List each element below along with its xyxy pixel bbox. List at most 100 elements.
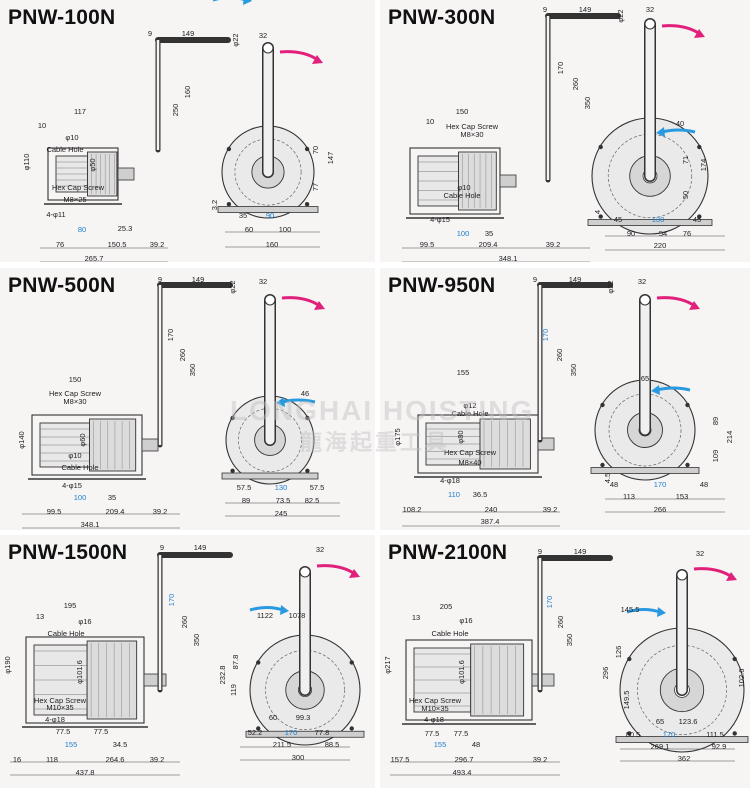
dimension-label: φ10 <box>65 133 78 142</box>
dimension-label: 264.6 <box>106 755 125 764</box>
dimension-label: 250 <box>171 104 180 117</box>
dimension-label: 77.5 <box>425 729 440 738</box>
dimension-label: 269.1 <box>651 742 670 751</box>
model-title: PNW-2100N <box>388 541 508 564</box>
dimension-label: 110 <box>448 490 460 499</box>
dimension-label: 387.4 <box>481 517 500 526</box>
dimension-label: 170 <box>166 329 175 342</box>
dimension-label: 4-φ18 <box>440 476 460 485</box>
dimension-label: 82.5 <box>305 496 320 505</box>
dimension-label: Hex Cap Screw <box>409 696 462 705</box>
dimension-label: 60 <box>245 225 253 234</box>
front-base <box>217 206 319 213</box>
dimension-label: φ22 <box>606 280 615 293</box>
dimension-label: 57.5 <box>310 483 325 492</box>
dimension-label: 9 <box>538 547 542 556</box>
dimension-label: 149 <box>182 29 195 38</box>
dimension-label: 174 <box>699 159 708 172</box>
dimension-label: M8×30 <box>63 397 86 406</box>
winch-shaft <box>531 673 555 687</box>
dimension-label: Cable Hole <box>443 191 480 200</box>
rotation-arrow-pink-head <box>349 569 360 578</box>
winch-gearbox <box>470 643 525 717</box>
dimension-label: Hex Cap Screw <box>446 122 499 131</box>
dimension-label: φ190 <box>3 656 12 673</box>
winch-shaft <box>117 167 135 181</box>
dimension-label: 39.2 <box>150 755 165 764</box>
dimension-label: 4-φ18 <box>45 715 65 724</box>
dimension-label: 39.2 <box>150 240 165 249</box>
mount-bolt <box>598 214 603 219</box>
dimension-label: Cable Hole <box>451 409 488 418</box>
dimension-label: 34.5 <box>113 740 128 749</box>
dimension-label: M8×40 <box>458 458 481 467</box>
dimension-label: 4 <box>593 210 602 214</box>
dimension-label: 4-φ18 <box>424 715 444 724</box>
dimension-label: 39.2 <box>543 505 558 514</box>
dimension-label: 119 <box>229 684 238 696</box>
mount-bolt <box>685 402 690 408</box>
dimension-label: 32 <box>259 31 267 40</box>
dimension-label: φ16 <box>78 617 91 626</box>
dimension-label: 149 <box>569 275 582 284</box>
dimension-label: 9 <box>158 275 162 284</box>
dimension-label: 77.8 <box>315 728 330 737</box>
mount-bolt <box>230 415 235 421</box>
dimension-label: 100 <box>457 229 470 238</box>
dimension-label: 36.5 <box>473 490 488 499</box>
dimension-label: 39.2 <box>546 240 561 249</box>
dimension-label: 493.4 <box>453 768 472 777</box>
dimension-label: φ22 <box>231 33 240 46</box>
dimension-label: 4-φ15 <box>62 481 82 490</box>
dimension-label: φ101.6 <box>457 660 466 684</box>
dimension-label: Cable Hole <box>47 629 84 638</box>
dimension-label: 57.5 <box>237 483 252 492</box>
dimension-label: 296.7 <box>455 755 474 764</box>
winch-shaft <box>141 438 159 452</box>
crank-knob <box>262 42 274 54</box>
rotation-arrow-pink <box>281 296 321 308</box>
front-dashed-circle <box>237 407 303 473</box>
dimension-label: Cable Hole <box>61 463 98 472</box>
dimension-label: 77.5 <box>454 729 469 738</box>
mount-bolt <box>600 462 605 468</box>
dimension-label: 149 <box>194 543 207 552</box>
dimension-label: 35 <box>485 229 493 238</box>
dimension-label: 16 <box>13 755 21 764</box>
dimension-label: φ60 <box>78 433 87 446</box>
dimension-label: φ80 <box>456 430 465 443</box>
dimension-label: 170 <box>556 62 565 75</box>
dimension-label: Hex Cap Screw <box>34 696 87 705</box>
dimension-label: 48 <box>700 480 708 489</box>
dimension-label: 149 <box>192 275 205 284</box>
dimension-label: M8×25 <box>63 195 86 204</box>
mount-bolt <box>305 468 310 473</box>
direction-arrow-blue-head <box>651 385 660 395</box>
dimension-label: 32 <box>646 5 654 14</box>
front-dashed-circle <box>608 393 682 467</box>
dimension-label: 77.5 <box>56 727 71 736</box>
mount-bolt <box>627 656 632 662</box>
dimension-label: 130 <box>652 215 665 224</box>
dimension-label: 32 <box>259 277 267 286</box>
dimension-label: 71 <box>681 156 690 164</box>
front-base <box>587 219 713 226</box>
dimension-label: 170 <box>545 596 554 609</box>
dimension-label: 160 <box>266 240 279 249</box>
dimension-label: 149.5 <box>622 691 631 710</box>
mount-bolt <box>627 731 632 736</box>
direction-arrow-blue-head <box>657 607 666 617</box>
winch-gearbox <box>458 151 497 211</box>
dimension-label: 32 <box>316 545 324 554</box>
dimension-label: 65 <box>641 374 649 383</box>
dimension-label: 4-φ15 <box>430 215 450 224</box>
dimension-label: 76 <box>56 240 64 249</box>
model-title: PNW-950N <box>388 274 496 297</box>
dimension-label: M8×30 <box>460 130 483 139</box>
dimension-label: 39.2 <box>153 507 168 516</box>
crank-knob <box>639 294 651 306</box>
mount-bolt <box>305 415 310 421</box>
direction-arrow-blue-head <box>656 127 665 137</box>
dimension-label: 123.6 <box>679 717 698 726</box>
dimension-label: φ22 <box>228 280 237 293</box>
